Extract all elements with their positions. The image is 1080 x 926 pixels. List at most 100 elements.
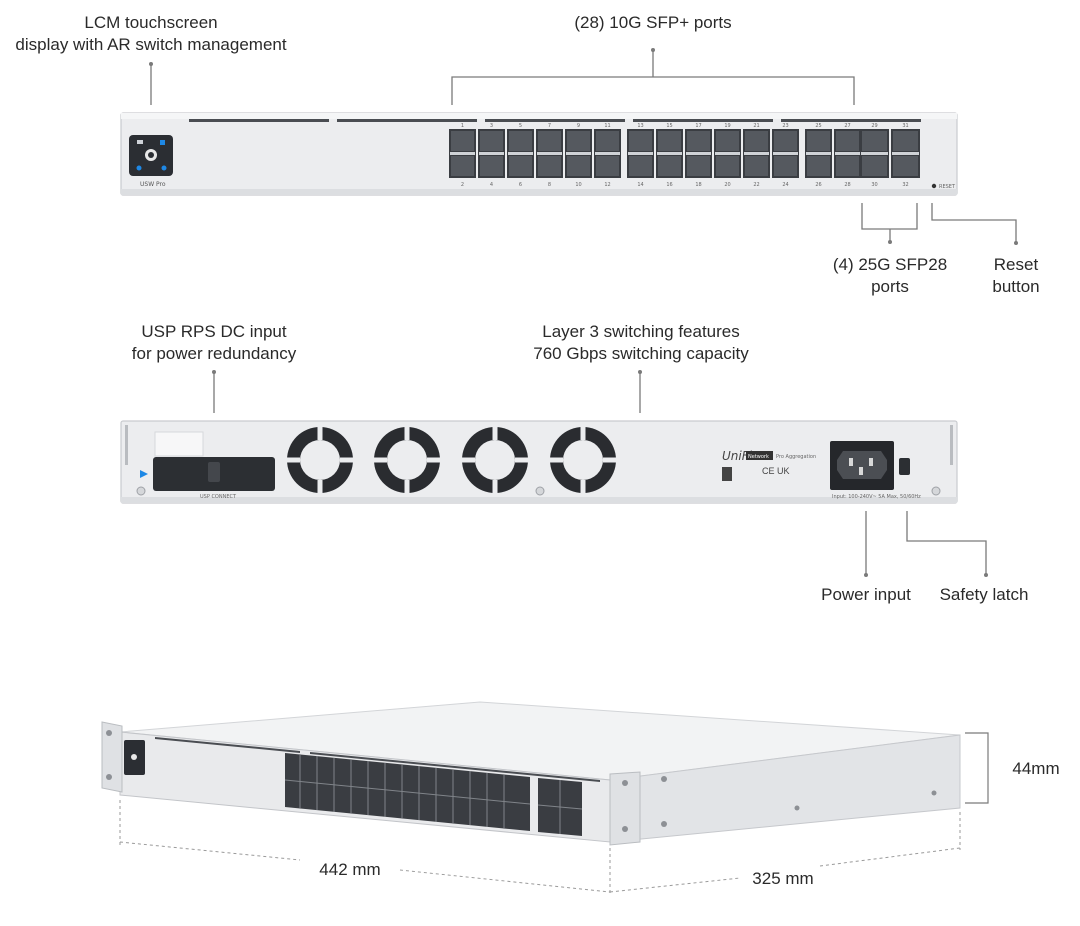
brand-logo: UniFi (722, 449, 753, 463)
sfp-port-top (836, 131, 859, 151)
sfp-port-top (774, 131, 797, 151)
sfp28-callout-line1: (4) 25G SFP28 (832, 255, 948, 274)
certification-marks: CE UK (762, 466, 790, 476)
port-number-top: 21 (753, 123, 759, 129)
port-number-bottom: 10 (575, 182, 581, 188)
sfp-port-bottom (745, 156, 768, 176)
sfp-port-divider (479, 152, 504, 155)
sfp-port-bottom (716, 156, 739, 176)
port-number-top: 15 (666, 123, 672, 129)
rps-callout: USP RPS DC input for power redundancy (114, 321, 314, 365)
sfp-port-divider (566, 152, 591, 155)
sfp-port-top (862, 131, 887, 151)
lcm-callout-line2: display with AR switch management (15, 35, 287, 54)
sfp-port-bottom (480, 156, 503, 176)
sfp-port-divider (657, 152, 682, 155)
port-number-top: 1 (461, 123, 464, 129)
port-number-top: 3 (490, 123, 493, 129)
sfp-port-divider (744, 152, 769, 155)
port-number-bottom: 2 (461, 182, 464, 188)
network-badge: Network (748, 454, 769, 460)
sfp-port-bottom (893, 156, 918, 176)
sfp-port-bottom (658, 156, 681, 176)
sfp-port-top (509, 131, 532, 151)
sfp-port-top (716, 131, 739, 151)
cooling-fans (287, 427, 616, 493)
port-number-bottom: 4 (490, 182, 493, 188)
port-number-bottom: 12 (604, 182, 610, 188)
sfp-port-divider (628, 152, 653, 155)
sfp-port-divider (595, 152, 620, 155)
port-number-bottom: 18 (695, 182, 701, 188)
dimension-lines (119, 732, 989, 893)
sfp-port-bottom (862, 156, 887, 176)
port-number-bottom: 8 (548, 182, 551, 188)
front-panel: USW Pro 12345678910111213141516171819202… (120, 112, 958, 196)
sfp-port-top (745, 131, 768, 151)
power-input-callout: Power input (821, 585, 911, 604)
port-number-top: 9 (577, 123, 580, 129)
front-leaders (149, 48, 1018, 245)
sfp-port-top (567, 131, 590, 151)
depth-dimension: 325 mm (752, 869, 814, 888)
sfp-port-top (893, 131, 918, 151)
port-number-top: 13 (637, 123, 643, 129)
sfp-port-bottom (538, 156, 561, 176)
sfp-port-bottom (807, 156, 830, 176)
l3-callout-line2: 760 Gbps switching capacity (533, 344, 749, 363)
reset-callout: Reset button (970, 254, 1062, 298)
reset-text: RESET (939, 184, 956, 190)
lcm-touchscreen (129, 135, 173, 176)
perspective-view (101, 701, 961, 846)
sfp28-callout: (4) 25G SFP28 ports (820, 254, 960, 298)
sfp-port-top (451, 131, 474, 151)
port-number-top: 31 (902, 123, 908, 129)
port-number-bottom: 22 (753, 182, 759, 188)
sfp-port-bottom (836, 156, 859, 176)
rear-leaders (212, 370, 988, 577)
sfp28-callout-line2: ports (871, 277, 909, 296)
reset-callout-line1: Reset (993, 255, 1039, 274)
sfp-port-divider (835, 152, 860, 155)
port-number-top: 27 (844, 123, 850, 129)
safety-latch-part (899, 458, 910, 475)
port-number-bottom: 28 (844, 182, 850, 188)
sfp-port-divider (861, 152, 888, 155)
port-number-bottom: 30 (871, 182, 877, 188)
ubiquiti-logo (722, 467, 732, 481)
sfp-port-divider (686, 152, 711, 155)
sfp-plus-port-block: 1234567891011121314151617181920212223242… (449, 123, 861, 188)
rps-callout-line1: USP RPS DC input (141, 322, 287, 341)
power-rating: Input: 100-240V~ 5A Max, 50/60Hz (832, 494, 921, 500)
lcm-callout-line1: LCM touchscreen (84, 13, 218, 32)
rear-panel: USP CONNECT UniFi Net (120, 420, 958, 504)
reset-button (931, 183, 937, 189)
model-badge: USW Pro (140, 181, 166, 188)
port-number-bottom: 16 (666, 182, 672, 188)
safety-latch-callout: Safety latch (939, 585, 1029, 604)
rps-dc-input: USP CONNECT (140, 431, 275, 500)
power-inlet: Input: 100-240V~ 5A Max, 50/60Hz (830, 441, 921, 500)
port-number-bottom: 20 (724, 182, 730, 188)
port-number-top: 23 (782, 123, 788, 129)
sfp-port-divider (508, 152, 533, 155)
lcm-callout: LCM touchscreen display with AR switch m… (0, 12, 302, 56)
sfp-port-bottom (596, 156, 619, 176)
l3-callout-line1: Layer 3 switching features (542, 322, 740, 341)
sfp-port-bottom (629, 156, 652, 176)
l3-callout: Layer 3 switching features 760 Gbps swit… (525, 321, 757, 365)
sfp-port-bottom (451, 156, 474, 176)
sfp-port-divider (806, 152, 831, 155)
rps-label: USP CONNECT (200, 494, 237, 500)
sfp-plus-callout: (28) 10G SFP+ ports (574, 13, 732, 32)
port-number-top: 5 (519, 123, 522, 129)
reset-callout-line2: button (992, 277, 1040, 296)
sfp-port-top (538, 131, 561, 151)
sfp-port-top (807, 131, 830, 151)
port-number-bottom: 6 (519, 182, 522, 188)
sfp-port-top (687, 131, 710, 151)
product-name: Pro Aggregation (776, 454, 816, 460)
port-number-top: 25 (815, 123, 821, 129)
port-number-top: 11 (604, 123, 610, 129)
